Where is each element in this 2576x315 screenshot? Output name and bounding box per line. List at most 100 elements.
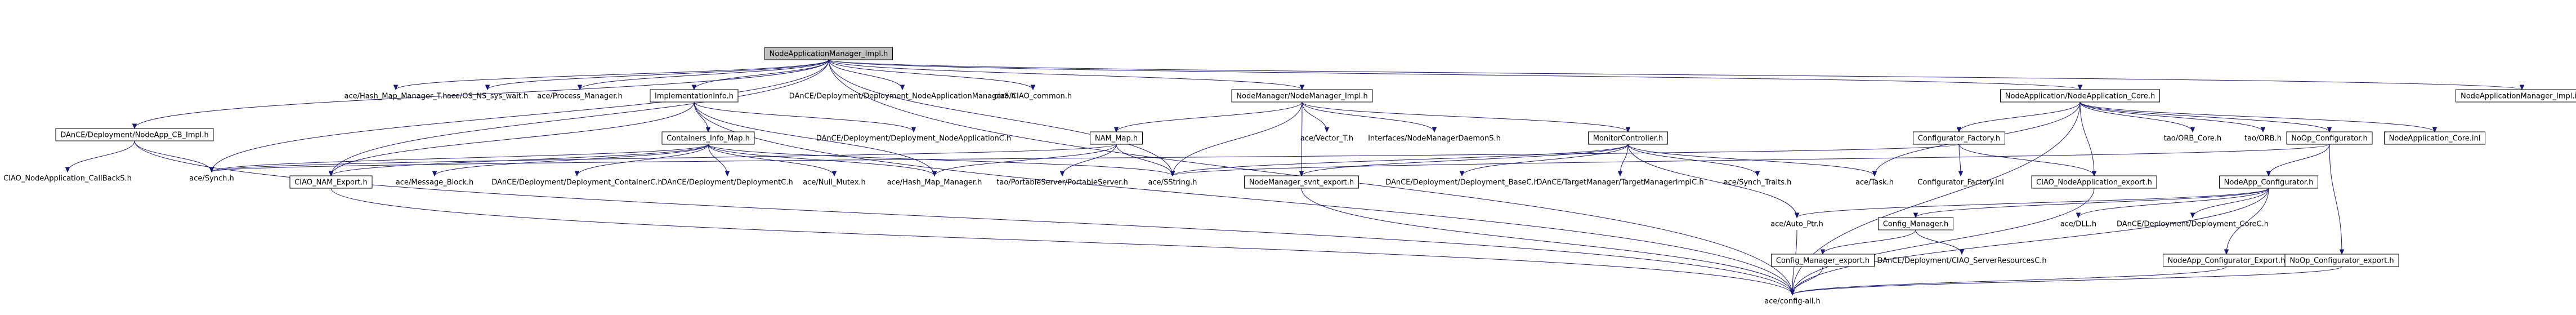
node-tao-orb-core: tao/ORB_Core.h <box>2164 135 2222 143</box>
node-label: ace/Task.h <box>1855 179 1894 187</box>
node-label: DAnCE/Deployment/Deployment_ContainerC.h <box>491 179 662 187</box>
node-label: ace/Process_Manager.h <box>537 92 622 101</box>
node-box <box>2000 89 2160 103</box>
node-nodeapp-config[interactable]: NodeApp_Configurator.h <box>2219 175 2318 189</box>
edge-nodeapp-config-to-config-all <box>1790 188 2269 296</box>
node-label: DAnCE/Deployment/CIAO_ServerResourcesC.h <box>1877 257 2046 265</box>
edge-root-to-os-ns <box>485 59 829 91</box>
node-box <box>289 175 373 189</box>
node-config-all: ace/config-all.h <box>1764 298 1821 306</box>
node-monitor-ctrl[interactable]: MonitorController.h <box>1588 131 1668 145</box>
edge-nodeapp-config-to-dd-core-c <box>2190 188 2269 219</box>
edge-ciao-na-export-to-config-all <box>1790 188 2095 296</box>
edge-containers-map-to-ace-synch <box>209 144 709 173</box>
edge-na-core-to-config-factory <box>1956 101 2081 133</box>
node-ciao-nam-export[interactable]: CIAO_NAM_Export.h <box>289 175 373 189</box>
node-noop-config[interactable]: NoOp_Configurator.h <box>2286 131 2373 145</box>
node-box <box>55 128 214 141</box>
node-box <box>2456 89 2576 103</box>
edge-config-factory-to-ace-synch <box>209 144 1960 173</box>
node-box <box>1090 131 1143 145</box>
edge-root-to-ciao-common <box>828 59 1036 91</box>
node-label: ace/config-all.h <box>1764 298 1821 306</box>
node-label: Configurator_Factory.h <box>1918 135 2000 143</box>
node-label: DAnCE/Deployment/Deployment_BaseC.h <box>1385 179 1539 187</box>
node-label: ImplementationInfo.h <box>655 92 734 101</box>
edge-nm-impl-to-monitor-ctrl <box>1302 101 1631 133</box>
edge-na-core-to-ciao-na-export <box>2079 101 2097 177</box>
node-label: Containers_Info_Map.h <box>667 135 750 143</box>
edge-ciao-nam-export-to-config-all <box>330 188 1795 296</box>
edge-impl-info-to-config-all <box>694 101 1795 296</box>
edge-monitor-ctrl-to-sstring <box>1170 144 1629 177</box>
node-config-manager[interactable]: Config_Manager.h <box>1878 217 1953 230</box>
node-label: DAnCE/TargetManager/TargetManagerImplC.h <box>1536 179 1703 187</box>
edge-noop-config-to-nodeapp-config <box>2266 144 2330 177</box>
node-config-factory[interactable]: Configurator_Factory.h <box>1913 131 2005 145</box>
edge-root-to-dd-nam-s <box>828 59 905 91</box>
node-box <box>661 131 755 145</box>
node-nodeapp-config-export[interactable]: NodeApp_Configurator_Export.h <box>2163 254 2290 267</box>
node-na-core[interactable]: NodeApplication/NodeApplication_Core.h <box>2000 89 2160 103</box>
node-label: tao/ORB.h <box>2244 135 2282 143</box>
edge-monitor-ctrl-to-target-mgr <box>1617 144 1629 177</box>
node-hash-map-T: ace/Hash_Map_Manager_T.h <box>345 92 448 101</box>
node-noop-config-export[interactable]: NoOp_Configurator_export.h <box>2284 254 2399 267</box>
edge-noop-config-export-to-config-all <box>1790 266 2342 296</box>
node-nam-impl-inl[interactable]: NodeApplicationManager_Impl.inl <box>2456 89 2576 103</box>
node-sstring: ace/SString.h <box>1148 179 1197 187</box>
node-label: MonitorController.h <box>1593 135 1663 143</box>
node-ciao-na-export[interactable]: CIAO_NodeApplication_export.h <box>2031 175 2157 189</box>
node-label: DAnCE/Deployment/DeploymentC.h <box>661 179 793 187</box>
node-config-mgr-export[interactable]: Config_Manager_export.h <box>1771 254 1875 267</box>
node-nodeapp-cb[interactable]: DAnCE/Deployment/NodeApp_CB_Impl.h <box>55 128 214 141</box>
node-label: CIAO_NodeApplication_export.h <box>2036 179 2152 187</box>
node-label: Configurator_Factory.inl <box>1917 179 2003 187</box>
node-label: NodeApp_Configurator.h <box>2224 179 2314 187</box>
node-label: tao/PortableServer/PortableServer.h <box>996 179 1128 187</box>
node-box <box>1913 131 2005 145</box>
edge-root-to-nodeapp-cb <box>132 59 829 130</box>
edge-nodeapp-cb-to-ciao-na-cbs <box>65 140 135 173</box>
node-synch-traits: ace/Synch_Traits.h <box>1724 179 1792 187</box>
node-nam-map[interactable]: NAM_Map.h <box>1090 131 1143 145</box>
edge-nodeapp-cb-to-config-all <box>134 140 1795 296</box>
node-label: ace/Null_Mutex.h <box>803 179 866 187</box>
edge-na-core-to-tao-orb-core <box>2079 101 2195 133</box>
node-ciao-server-res: DAnCE/Deployment/CIAO_ServerResourcesC.h <box>1877 257 2046 265</box>
node-box <box>2284 254 2399 267</box>
node-box <box>650 89 739 103</box>
node-impl-info[interactable]: ImplementationInfo.h <box>650 89 739 103</box>
node-containers-map[interactable]: Containers_Info_Map.h <box>661 131 755 145</box>
edge-root-to-nam-impl-inl <box>828 59 2525 91</box>
node-label: Config_Manager_export.h <box>1776 257 1870 265</box>
edge-noop-config-to-noop-config-export <box>2329 144 2345 255</box>
edge-impl-info-to-ciao-nam-export <box>328 101 695 177</box>
node-label: ace/Hash_Map_Manager_T.h <box>345 92 448 101</box>
node-label: tao/ORB_Core.h <box>2164 135 2222 143</box>
edge-nm-impl-to-vector-t <box>1302 101 1330 133</box>
node-nm-impl[interactable]: NodeManager/NodeManager_Impl.h <box>1231 89 1373 103</box>
node-box <box>1771 254 1875 267</box>
edge-containers-map-to-message-block <box>432 144 709 177</box>
node-nm-svnt-export[interactable]: NodeManager_svnt_export.h <box>1244 175 1359 189</box>
node-label: DAnCE/Deployment/NodeApp_CB_Impl.h <box>60 131 209 140</box>
edge-nodeapp-config-to-auto-ptr <box>1794 188 2269 219</box>
node-label: NodeApplication/NodeApplication_Core.h <box>2005 92 2155 101</box>
node-tao-orb: tao/ORB.h <box>2244 135 2282 143</box>
node-label: ace/DLL.h <box>2060 220 2096 229</box>
node-na-core-inl[interactable]: NodeApplication_Core.inl <box>2384 131 2485 145</box>
node-label: Config_Manager.h <box>1883 220 1948 229</box>
node-label: ace/Synch.h <box>189 175 234 183</box>
node-root[interactable]: NodeApplicationManager_Impl.h <box>764 47 893 60</box>
edge-nodeapp-config-export-to-config-all <box>1790 266 2227 296</box>
edge-nm-impl-to-nam-map <box>1113 101 1303 133</box>
node-label: ace/Message_Block.h <box>396 179 474 187</box>
node-label: NodeApp_Configurator_Export.h <box>2168 257 2286 265</box>
node-dd-base-c: DAnCE/Deployment/Deployment_BaseC.h <box>1385 179 1539 187</box>
node-nm-daemon: Interfaces/NodeManagerDaemonS.h <box>1368 135 1501 143</box>
nodes-layer: NodeApplicationManager_Impl.h ace/Hash_Ma… <box>3 47 2576 306</box>
node-os-ns: ace/OS_NS_sys_wait.h <box>447 92 528 101</box>
node-label: Interfaces/NodeManagerDaemonS.h <box>1368 135 1501 143</box>
